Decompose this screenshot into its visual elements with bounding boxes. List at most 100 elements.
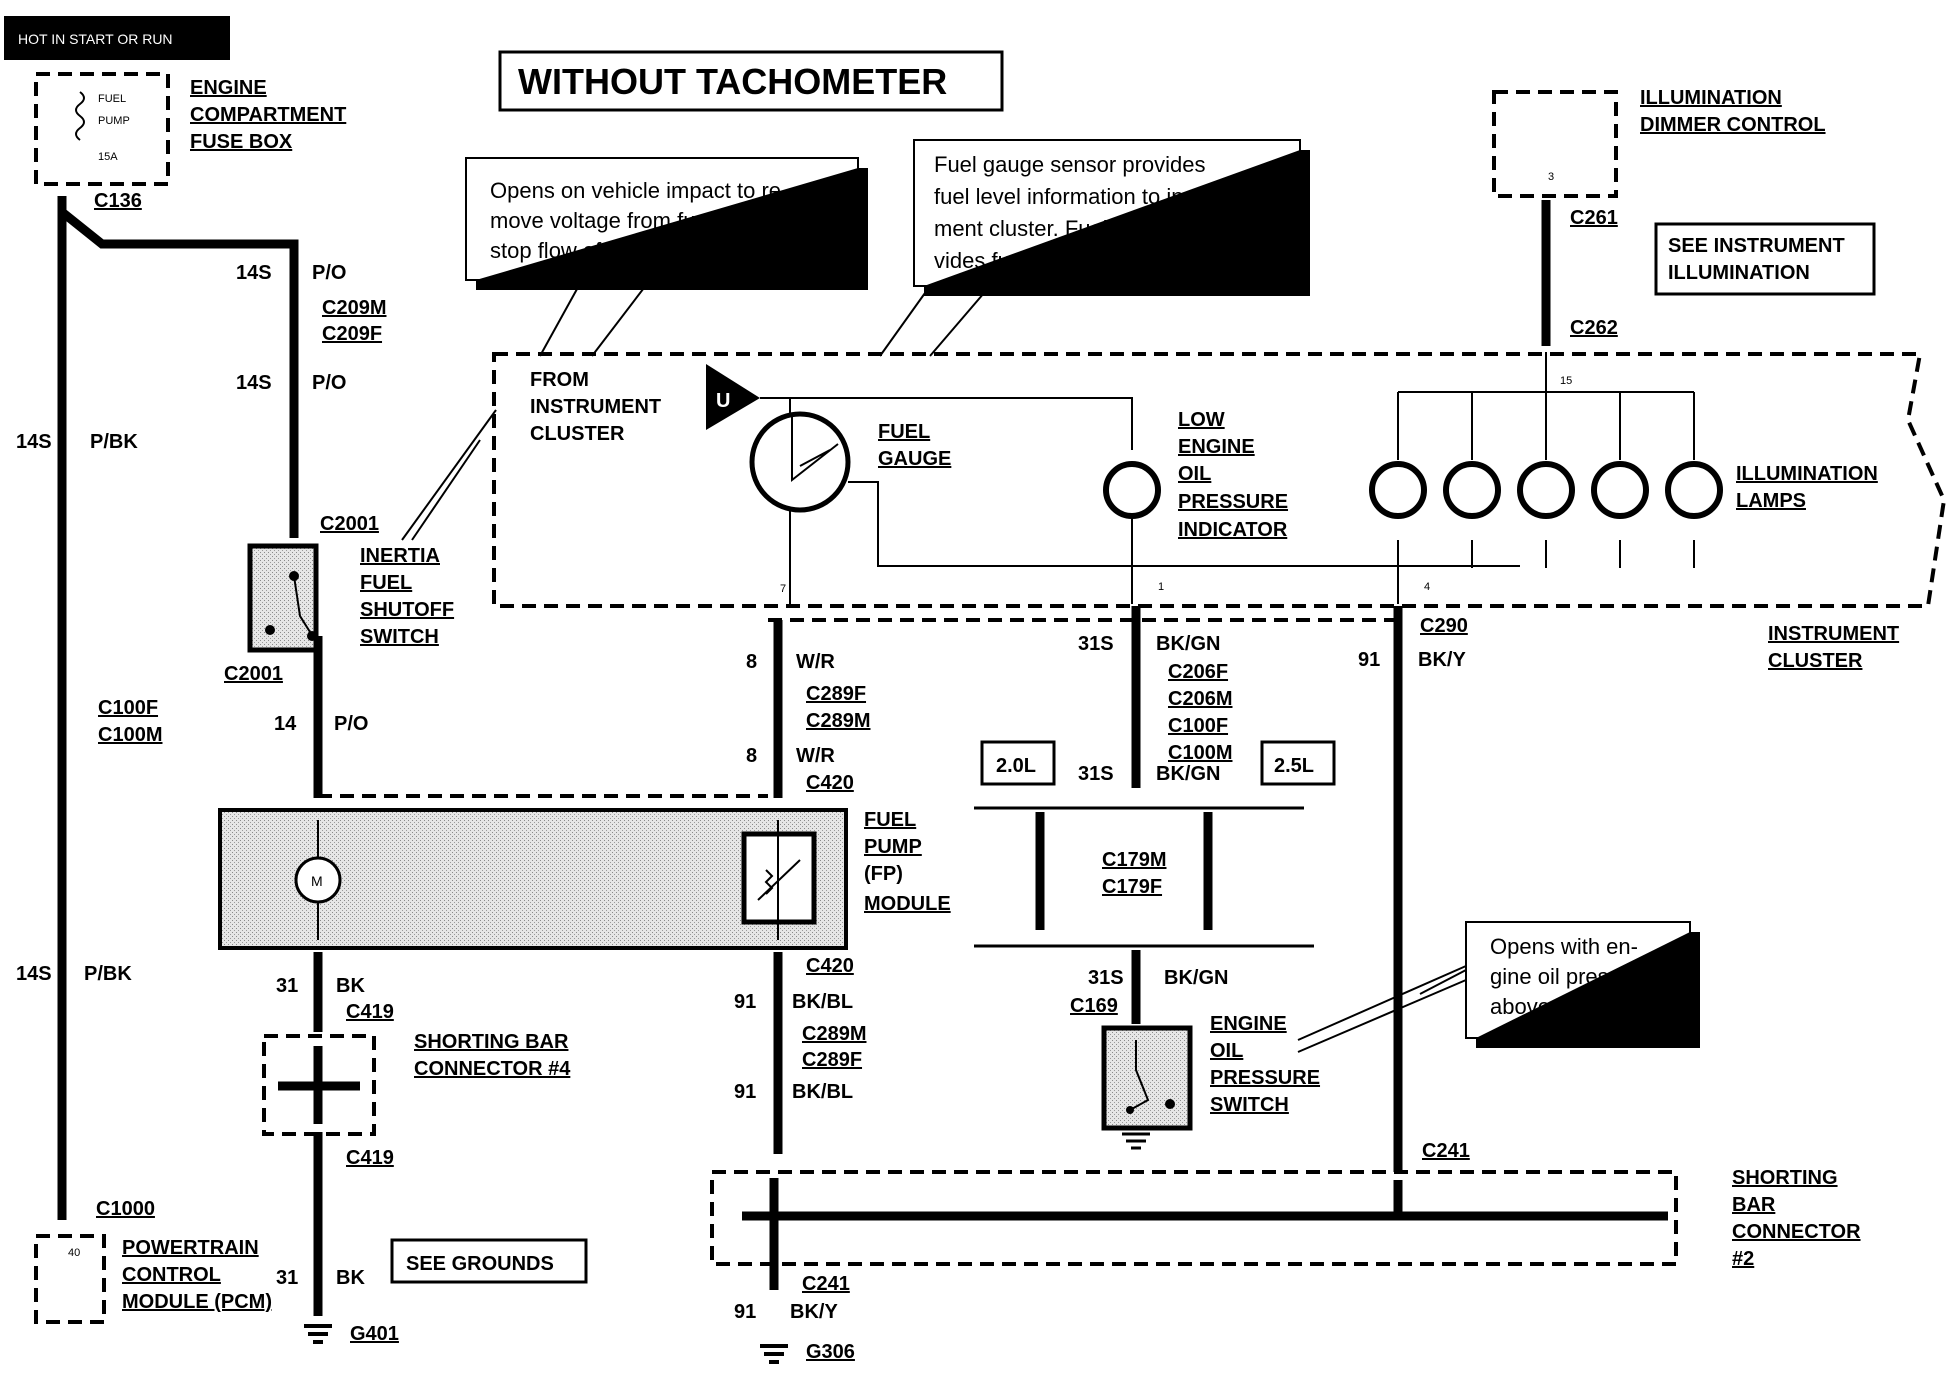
svg-text:HOT IN START OR RUN: HOT IN START OR RUN — [18, 31, 173, 47]
svg-text:PUMP: PUMP — [864, 836, 922, 858]
svg-text:FUEL: FUEL — [360, 572, 412, 594]
illumination-lamp — [1443, 392, 1501, 568]
illumination-lamp — [1665, 392, 1723, 568]
svg-text:stop flow of gasoline.: stop flow of gasoline. — [490, 238, 695, 263]
ground-g401-icon — [304, 1324, 332, 1344]
svg-text:Fuel gauge sensor provides: Fuel gauge sensor provides — [934, 152, 1206, 177]
diagram-title: WITHOUT TACHOMETER — [498, 50, 1004, 112]
svg-text:ILLUMINATION: ILLUMINATION — [1736, 463, 1878, 485]
wire-bky-label: BK/Y — [1418, 649, 1466, 671]
svg-text:move voltage from fuel pump to: move voltage from fuel pump to — [490, 208, 798, 233]
svg-text:SEE INSTRUMENT: SEE INSTRUMENT — [1668, 235, 1845, 257]
wire-31s-label: 31S — [1078, 763, 1114, 785]
svg-text:MODULE (PCM): MODULE (PCM) — [122, 1291, 272, 1313]
g306-ground: G306 — [806, 1341, 855, 1363]
c1000-connector: C1000 — [96, 1198, 155, 1220]
svg-text:40: 40 — [68, 1247, 80, 1259]
motor-icon: M — [311, 873, 323, 889]
wire-bkgn-label: BK/GN — [1156, 633, 1220, 655]
wire-bky-label: BK/Y — [790, 1301, 838, 1323]
shorting-bar-connector-4: SHORTING BAR CONNECTOR #4 — [262, 1031, 571, 1136]
svg-text:4: 4 — [1424, 581, 1430, 593]
illumination-dimmer-control: 3 ILLUMINATION DIMMER CONTROL — [1492, 87, 1826, 346]
svg-text:FUEL: FUEL — [98, 93, 126, 105]
svg-text:PRESSURE: PRESSURE — [1178, 491, 1288, 513]
wire-pbk-label: P/BK — [90, 431, 138, 453]
c419-connector: C419 — [346, 1147, 394, 1169]
svg-text:vides fuel to engine.: vides fuel to engine. — [934, 248, 1130, 273]
fuel-gauge-note: Fuel gauge sensor provides fuel level in… — [879, 139, 1310, 357]
svg-text:CLUSTER: CLUSTER — [1768, 650, 1863, 672]
fuel-gauge-sender-wire — [769, 620, 783, 1290]
wire-bkbl-label: BK/BL — [792, 1081, 853, 1103]
c241-connector: C241 — [802, 1273, 850, 1295]
hot-in-start-badge: HOT IN START OR RUN — [4, 16, 230, 60]
c100m-connector: C100M — [98, 724, 162, 746]
oil-pressure-wire — [974, 606, 1314, 1024]
svg-text:WITHOUT TACHOMETER: WITHOUT TACHOMETER — [518, 61, 947, 102]
instrument-cluster: FROM INSTRUMENT CLUSTER U FUEL GAUGE 7 1… — [492, 352, 1947, 672]
c289m-connector: C289M — [806, 710, 870, 732]
svg-text:SWITCH: SWITCH — [360, 626, 439, 648]
oil-switch-note: Opens with en- gine oil pressure above 6… — [1297, 921, 1700, 1053]
wire-pbk-label: P/BK — [84, 963, 132, 985]
c241-connector: C241 — [1422, 1140, 1470, 1162]
c206m-connector: C206M — [1168, 688, 1232, 710]
svg-text:OIL: OIL — [1178, 463, 1211, 485]
svg-text:SEE GROUNDS: SEE GROUNDS — [406, 1253, 554, 1275]
wire-31-label: 31 — [276, 975, 298, 997]
svg-text:ENGINE: ENGINE — [190, 77, 267, 99]
svg-text:above 6 psi.: above 6 psi. — [1490, 994, 1609, 1019]
wire-bk-label: BK — [336, 975, 365, 997]
svg-text:SHORTING: SHORTING — [1732, 1167, 1838, 1189]
powertrain-control-module: 40 POWERTRAIN CONTROL MODULE (PCM) — [34, 1234, 272, 1324]
wire-91-label: 91 — [734, 1301, 756, 1323]
svg-text:SHUTOFF: SHUTOFF — [360, 599, 454, 621]
svg-text:INDICATOR: INDICATOR — [1178, 519, 1288, 541]
wire-bkgn-label: BK/GN — [1164, 967, 1228, 989]
svg-text:fuel level information to inst: fuel level information to instru- — [934, 184, 1227, 209]
svg-text:CLUSTER: CLUSTER — [530, 423, 625, 445]
c209f-connector: C209F — [322, 323, 382, 345]
wire-bk-label: BK — [336, 1267, 365, 1289]
engine-oil-pressure-switch: ENGINE OIL PRESSURE SWITCH — [1101, 1013, 1320, 1150]
svg-text:FUEL: FUEL — [878, 421, 930, 443]
svg-text:PRESSURE: PRESSURE — [1210, 1067, 1320, 1089]
wire-wr-label: W/R — [796, 651, 835, 673]
wire-po-label: P/O — [334, 713, 368, 735]
see-instrument-illumination: SEE INSTRUMENT ILLUMINATION — [1654, 222, 1876, 296]
wire-31s-label: 31S — [1088, 967, 1124, 989]
svg-text:3: 3 — [1548, 171, 1554, 183]
c262-connector: C262 — [1570, 317, 1618, 339]
svg-text:gine oil pressure: gine oil pressure — [1490, 964, 1651, 989]
c179m-connector: C179M — [1102, 849, 1166, 871]
c100m-connector: C100M — [1168, 742, 1232, 764]
wire-31s-label: 31S — [1078, 633, 1114, 655]
illumination-lamp — [1369, 392, 1427, 568]
svg-text:ILLUMINATION: ILLUMINATION — [1668, 262, 1810, 284]
svg-text:COMPARTMENT: COMPARTMENT — [190, 104, 346, 126]
wire-8-label: 8 — [746, 651, 757, 673]
see-grounds-box[interactable]: SEE GROUNDS — [390, 1238, 588, 1284]
svg-text:INSTRUMENT: INSTRUMENT — [530, 396, 661, 418]
wire-14s-label: 14S — [16, 963, 52, 985]
shorting-bar-connector-2: SHORTING BAR CONNECTOR #2 — [710, 1167, 1861, 1270]
svg-text:GAUGE: GAUGE — [878, 448, 951, 470]
wire-wr-label: W/R — [796, 745, 835, 767]
engine-compartment-fuse-box: FUEL PUMP 15A ENGINE COMPARTMENT FUSE BO… — [34, 72, 346, 186]
svg-text:#2: #2 — [1732, 1248, 1754, 1270]
c289f-connector: C289F — [806, 683, 866, 705]
svg-text:PUMP: PUMP — [98, 115, 130, 127]
svg-text:15: 15 — [1560, 375, 1572, 387]
c261-connector: C261 — [1570, 207, 1618, 229]
svg-text:(FP): (FP) — [864, 863, 903, 885]
ground-g306-icon — [760, 1344, 788, 1364]
wire-bkbl-label: BK/BL — [792, 991, 853, 1013]
wire-bkgn-label: BK/GN — [1156, 763, 1220, 785]
engine-2-0l-badge: 2.0L — [980, 740, 1056, 786]
svg-text:CONTROL: CONTROL — [122, 1264, 221, 1286]
wire-91-label: 91 — [734, 1081, 756, 1103]
svg-text:7: 7 — [780, 583, 786, 595]
c169-connector: C169 — [1070, 995, 1118, 1017]
